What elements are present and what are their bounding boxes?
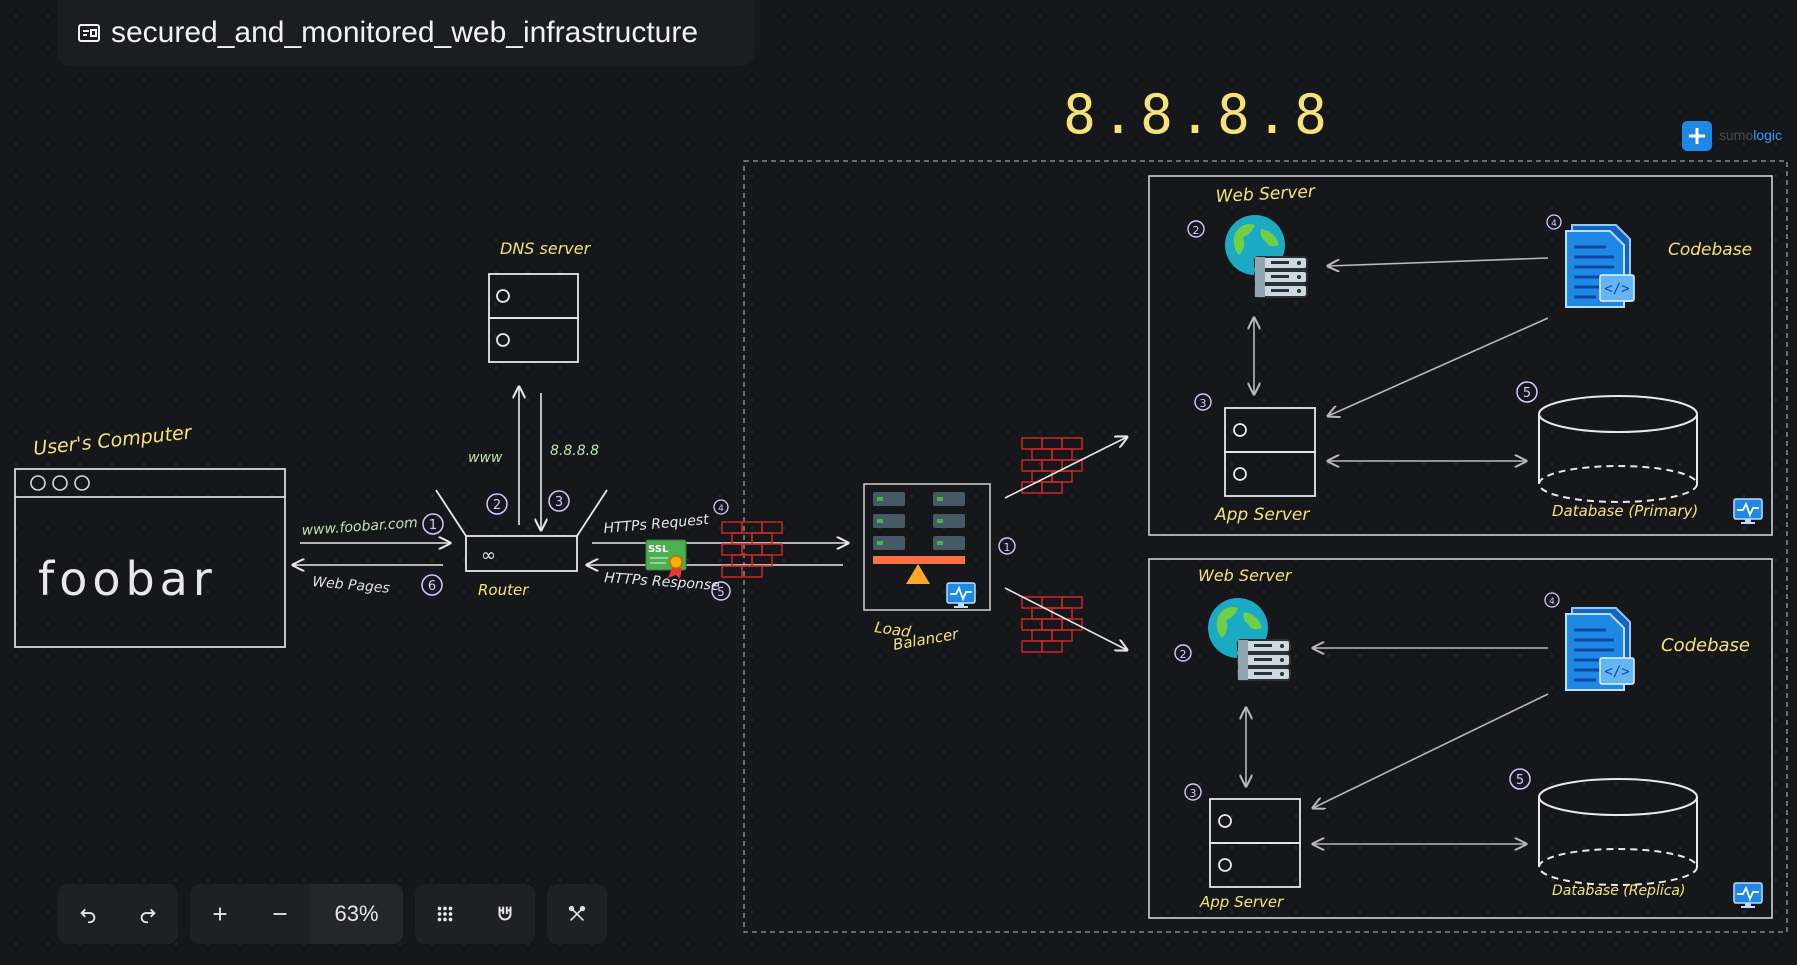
web-server-bottom-label: Web Server — [1198, 566, 1293, 585]
database-primary-label: Database (Primary) — [1552, 502, 1698, 520]
screen-text: foobar — [38, 552, 217, 606]
tools-icon — [568, 905, 586, 922]
minus-icon — [273, 913, 287, 915]
document-title: secured_and_monitored_web_infrastructure — [111, 16, 699, 49]
undo-button[interactable] — [58, 884, 118, 944]
history-toolbar — [58, 884, 178, 944]
app-server-bottom-label: App Server — [1199, 893, 1284, 911]
dns-ip-label: 8.8.8.8 — [550, 443, 599, 459]
firewall-icon — [721, 521, 783, 578]
https-request-label: HTTPs Request — [603, 512, 710, 537]
web-pages-label: Web Pages — [312, 574, 391, 597]
redo-icon — [140, 908, 156, 924]
dns-server-label: DNS server — [500, 239, 592, 258]
bottom-step-db: 5 — [1516, 773, 1524, 788]
logo-suffix: logic — [1753, 127, 1782, 143]
web-server-top: Web Server — [1215, 182, 1316, 298]
app-server-top-label: App Server — [1214, 505, 1310, 525]
users-computer: User's Computer foobar — [14, 421, 286, 648]
load-balancer-label-1: Load — [873, 618, 912, 641]
dns-www-label: www — [468, 450, 503, 466]
database-replica-icon — [1538, 778, 1698, 886]
bottom-step-app: 3 — [1190, 787, 1197, 800]
step-6-label: 6 — [428, 579, 436, 594]
board-icon — [78, 24, 100, 42]
top-step-app: 3 — [1200, 397, 1207, 410]
codebase-top-label: Codebase — [1668, 240, 1752, 260]
database-replica-monitor-icon — [1733, 882, 1763, 909]
database-primary-monitor-icon — [1733, 498, 1763, 525]
undo-icon — [80, 908, 96, 924]
ssl-certificate-icon: SSL — [645, 539, 687, 579]
zoom-out-button[interactable] — [250, 884, 310, 944]
redo-button[interactable] — [118, 884, 178, 944]
plus-icon — [213, 907, 227, 921]
tools-button[interactable] — [547, 884, 607, 944]
tools-toolbar — [547, 884, 607, 944]
https-step-resp: 5 — [717, 585, 725, 599]
zoom-toolbar: 63% — [190, 884, 403, 944]
canvas-toolbar — [415, 884, 535, 944]
grid-dots-icon — [437, 906, 453, 922]
top-step-web: 2 — [1193, 224, 1200, 237]
bottom-step-web: 2 — [1180, 648, 1187, 661]
router: ∞ Router — [435, 489, 608, 599]
web-server-bottom: Web Server — [1198, 566, 1293, 681]
firewall-bottom-icon — [1021, 596, 1083, 653]
dns-step-3-label: 3 — [555, 495, 563, 510]
svg-text:sumologic: sumologic — [1719, 127, 1782, 143]
zoom-level[interactable]: 63% — [310, 884, 403, 944]
database-primary: Database (Primary) — [1538, 395, 1763, 525]
step-1-label: 1 — [429, 518, 437, 533]
https-response-label: HTTPs Response — [604, 570, 721, 594]
router-label: Router — [478, 581, 529, 599]
codebase-bottom-icon — [1564, 606, 1636, 692]
load-balancer: Load Balancer — [863, 483, 991, 654]
dns-step-2-label: 2 — [493, 498, 501, 513]
web-server-top-label: Web Server — [1215, 182, 1316, 207]
codebase-bottom: Codebase — [1564, 606, 1750, 692]
load-balancer-monitor-icon — [946, 582, 976, 609]
zoom-in-button[interactable] — [190, 884, 250, 944]
sumologic-logo: sumologic — [1682, 121, 1782, 151]
codebase-top: Codebase — [1564, 223, 1752, 309]
logo-prefix: sumo — [1719, 127, 1753, 143]
ssl-label: SSL — [648, 544, 669, 555]
database-replica-label: Database (Replica) — [1552, 883, 1685, 899]
router-symbol: ∞ — [481, 545, 496, 566]
web-server-top-icon — [1224, 214, 1308, 298]
database-replica: Database (Replica) — [1538, 778, 1763, 909]
request-url-label: www.foobar.com — [301, 515, 418, 539]
app-server-bottom: App Server — [1199, 798, 1301, 911]
app-server-top: App Server — [1214, 407, 1316, 525]
ip-address-label: 8.8.8.8 — [1063, 83, 1333, 146]
magnet-icon — [498, 906, 512, 921]
users-computer-label: User's Computer — [32, 421, 194, 460]
bottom-step-code: 4 — [1549, 597, 1555, 607]
https-step-req: 4 — [718, 504, 724, 514]
codebase-top-icon — [1564, 223, 1636, 309]
infrastructure-boundary — [743, 160, 1788, 933]
top-step-code: 4 — [1551, 219, 1557, 229]
grid-button[interactable] — [415, 884, 475, 944]
document-title-bar[interactable]: secured_and_monitored_web_infrastructure — [57, 0, 755, 66]
load-balancer-step: 1 — [1004, 541, 1011, 554]
database-primary-icon — [1538, 395, 1698, 503]
web-server-bottom-icon — [1207, 597, 1291, 681]
top-step-db: 5 — [1523, 386, 1531, 401]
dns-server: DNS server — [488, 239, 592, 363]
app-server-bottom-icon — [1209, 798, 1301, 888]
server-cluster-top — [1148, 175, 1773, 536]
codebase-bottom-label: Codebase — [1661, 635, 1750, 656]
snap-button[interactable] — [475, 884, 535, 944]
app-server-top-icon — [1224, 407, 1316, 497]
server-cluster-bottom — [1148, 558, 1773, 919]
